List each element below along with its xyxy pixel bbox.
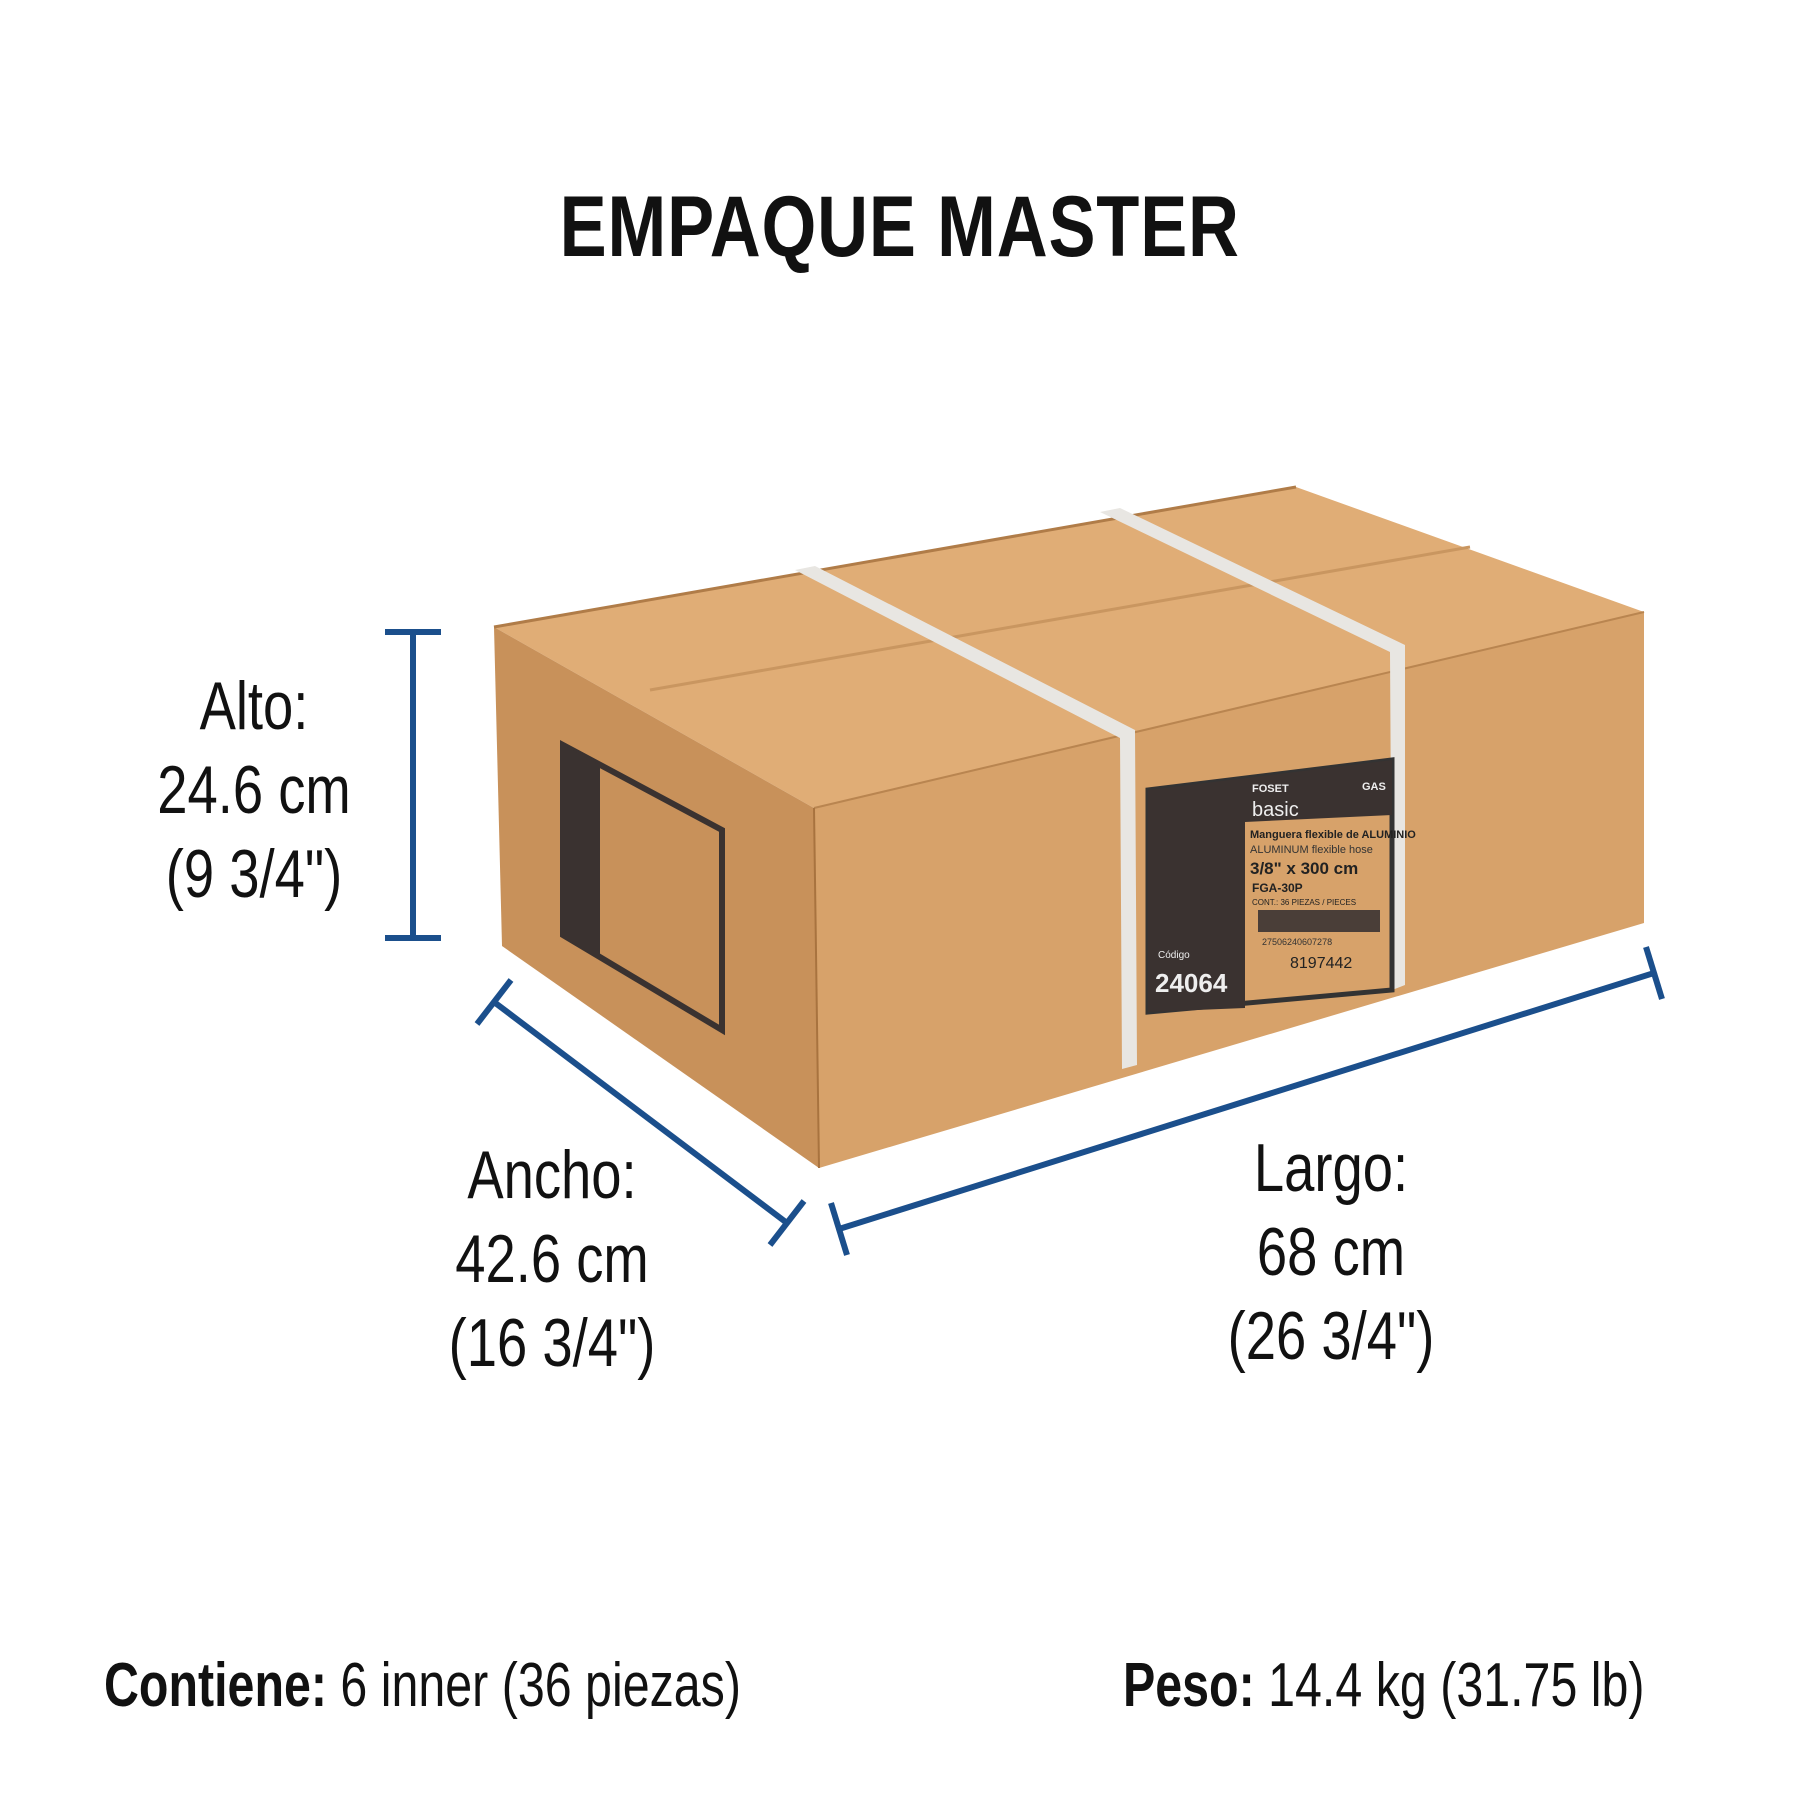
product-label: FOSET GAS basic Manguera flexible de ALU… [1145,757,1416,1015]
alto-dimension-line [385,629,441,941]
label-contents: CONT.: 36 PIEZAS / PIECES [1252,898,1356,907]
label-product-es: Manguera flexible de ALUMINIO [1250,829,1416,841]
largo-label: Largo: [1253,1130,1409,1206]
page-title: EMPAQUE MASTER [559,179,1241,275]
contents-label: Contiene: [104,1651,327,1720]
label-category: GAS [1362,781,1386,793]
ancho-metric: 42.6 cm [455,1221,649,1297]
weight-label: Peso: [1123,1651,1255,1720]
alto-imperial: (9 3/4") [165,836,343,912]
ancho-imperial: (16 3/4") [448,1305,656,1381]
weight-value: 14.4 kg (31.75 lb) [1268,1651,1645,1720]
box-seam [649,545,1471,692]
label-barcode-number: 27506240607278 [1262,937,1332,947]
alto-metric: 24.6 cm [157,752,351,828]
label-line: basic [1252,799,1299,821]
label-lot: 8197442 [1290,955,1352,972]
largo-metric: 68 cm [1256,1214,1406,1290]
weight-info: Peso: 14.4 kg (31.75 lb) [1123,1650,1645,1721]
ancho-label: Ancho: [467,1137,637,1213]
strap [795,566,1137,1069]
contents-info: Contiene: 6 inner (36 piezas) [104,1650,741,1721]
label-product-en: ALUMINUM flexible hose [1250,844,1373,856]
label-brand: FOSET [1252,783,1289,795]
alto-label: Alto: [199,668,309,744]
largo-dimension: Largo: 68 cm (26 3/4") [1131,1126,1531,1378]
ancho-dimension-line [474,978,807,1247]
ancho-dimension: Ancho: 42.6 cm (16 3/4") [352,1133,752,1385]
label-size: 3/8" x 300 cm [1250,859,1358,878]
contents-value: 6 inner (36 piezas) [340,1651,741,1720]
alto-dimension: Alto: 24.6 cm (9 3/4") [54,664,454,916]
barcode [1258,910,1380,932]
largo-dimension-line [828,946,1665,1256]
label-codigo: 24064 [1155,968,1228,998]
largo-imperial: (26 3/4") [1227,1298,1435,1374]
label-clave: FGA-30P [1252,881,1303,895]
label-codigo-caption: Código [1158,950,1190,961]
